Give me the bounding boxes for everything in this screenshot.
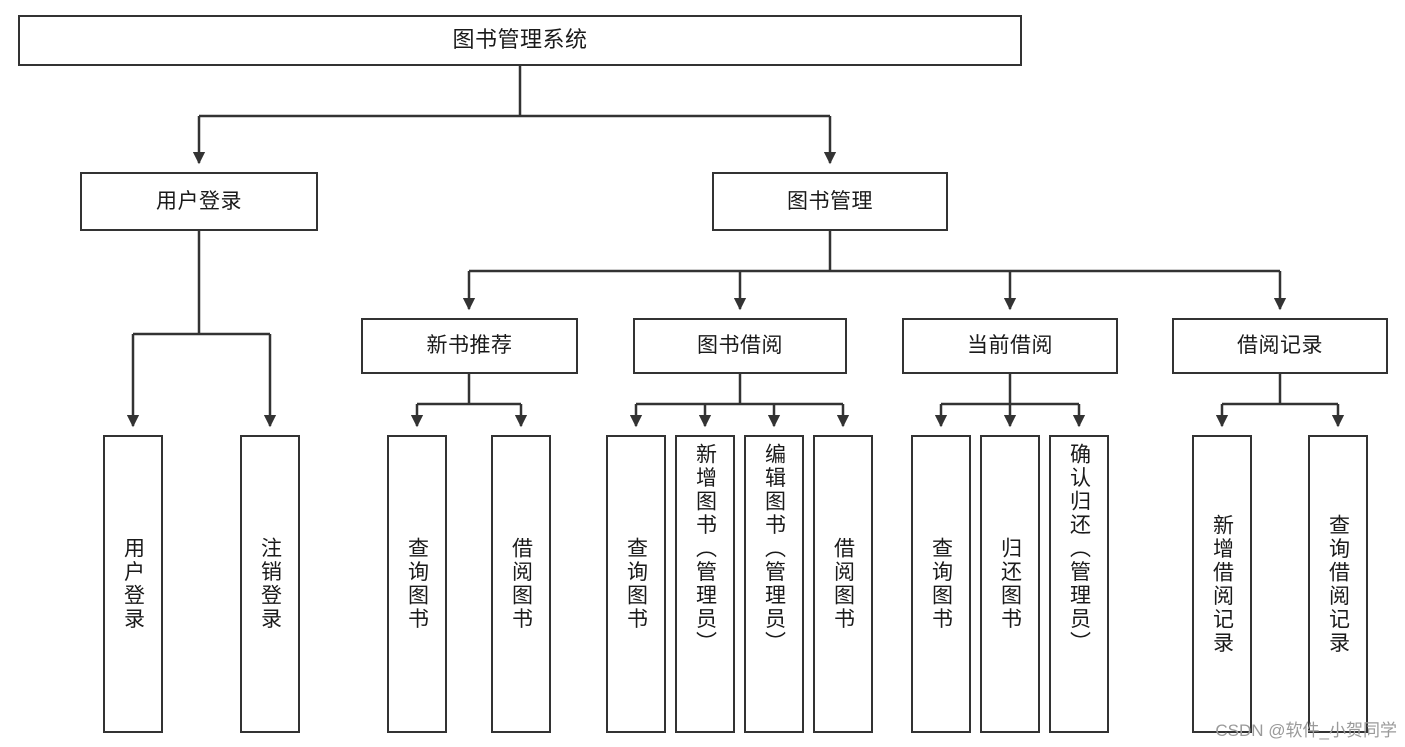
node-leaf-user-login[interactable]: 用户登录 bbox=[103, 435, 163, 733]
node-book-borrow[interactable]: 图书借阅 bbox=[633, 318, 847, 374]
node-leaf-add-book-admin-label: 新增图书（管理员） bbox=[693, 443, 717, 655]
node-leaf-query-book-2[interactable]: 查询图书 bbox=[606, 435, 666, 733]
node-user-login-label: 用户登录 bbox=[156, 189, 242, 213]
node-borrow-record[interactable]: 借阅记录 bbox=[1172, 318, 1388, 374]
node-leaf-return-book[interactable]: 归还图书 bbox=[980, 435, 1040, 733]
node-leaf-user-logout-label: 注销登录 bbox=[258, 537, 282, 631]
node-book-management-label: 图书管理 bbox=[787, 189, 873, 213]
node-leaf-query-book-1[interactable]: 查询图书 bbox=[387, 435, 447, 733]
node-book-management[interactable]: 图书管理 bbox=[712, 172, 948, 231]
node-leaf-query-book-1-label: 查询图书 bbox=[405, 537, 429, 631]
node-leaf-return-book-label: 归还图书 bbox=[998, 537, 1022, 631]
node-leaf-query-book-2-label: 查询图书 bbox=[624, 537, 648, 631]
node-leaf-add-book-admin[interactable]: 新增图书（管理员） bbox=[675, 435, 735, 733]
node-leaf-edit-book-admin[interactable]: 编辑图书（管理员） bbox=[744, 435, 804, 733]
node-leaf-confirm-return-admin-label: 确认归还（管理员） bbox=[1067, 443, 1091, 655]
node-leaf-add-borrow-record-label: 新增借阅记录 bbox=[1210, 513, 1234, 655]
node-leaf-confirm-return-admin[interactable]: 确认归还（管理员） bbox=[1049, 435, 1109, 733]
node-leaf-query-book-3[interactable]: 查询图书 bbox=[911, 435, 971, 733]
node-current-borrow[interactable]: 当前借阅 bbox=[902, 318, 1118, 374]
node-leaf-query-borrow-record[interactable]: 查询借阅记录 bbox=[1308, 435, 1368, 733]
node-new-book-recommend-label: 新书推荐 bbox=[426, 334, 513, 358]
node-user-login[interactable]: 用户登录 bbox=[80, 172, 318, 231]
node-leaf-add-borrow-record[interactable]: 新增借阅记录 bbox=[1192, 435, 1252, 733]
node-root[interactable]: 图书管理系统 bbox=[18, 15, 1022, 66]
node-root-label: 图书管理系统 bbox=[452, 27, 588, 53]
node-book-borrow-label: 图书借阅 bbox=[697, 334, 783, 358]
node-new-book-recommend[interactable]: 新书推荐 bbox=[361, 318, 578, 374]
node-leaf-user-login-label: 用户登录 bbox=[121, 537, 145, 631]
node-leaf-user-logout[interactable]: 注销登录 bbox=[240, 435, 300, 733]
watermark: CSDN @软件_小贺同学 bbox=[1215, 721, 1397, 740]
node-borrow-record-label: 借阅记录 bbox=[1237, 334, 1323, 358]
node-leaf-borrow-book-1-label: 借阅图书 bbox=[509, 537, 533, 631]
node-leaf-borrow-book-1[interactable]: 借阅图书 bbox=[491, 435, 551, 733]
node-leaf-edit-book-admin-label: 编辑图书（管理员） bbox=[762, 443, 786, 655]
node-current-borrow-label: 当前借阅 bbox=[967, 334, 1053, 358]
node-leaf-query-borrow-record-label: 查询借阅记录 bbox=[1326, 513, 1350, 655]
node-leaf-borrow-book-2-label: 借阅图书 bbox=[831, 537, 855, 631]
node-leaf-query-book-3-label: 查询图书 bbox=[929, 537, 953, 631]
node-leaf-borrow-book-2[interactable]: 借阅图书 bbox=[813, 435, 873, 733]
